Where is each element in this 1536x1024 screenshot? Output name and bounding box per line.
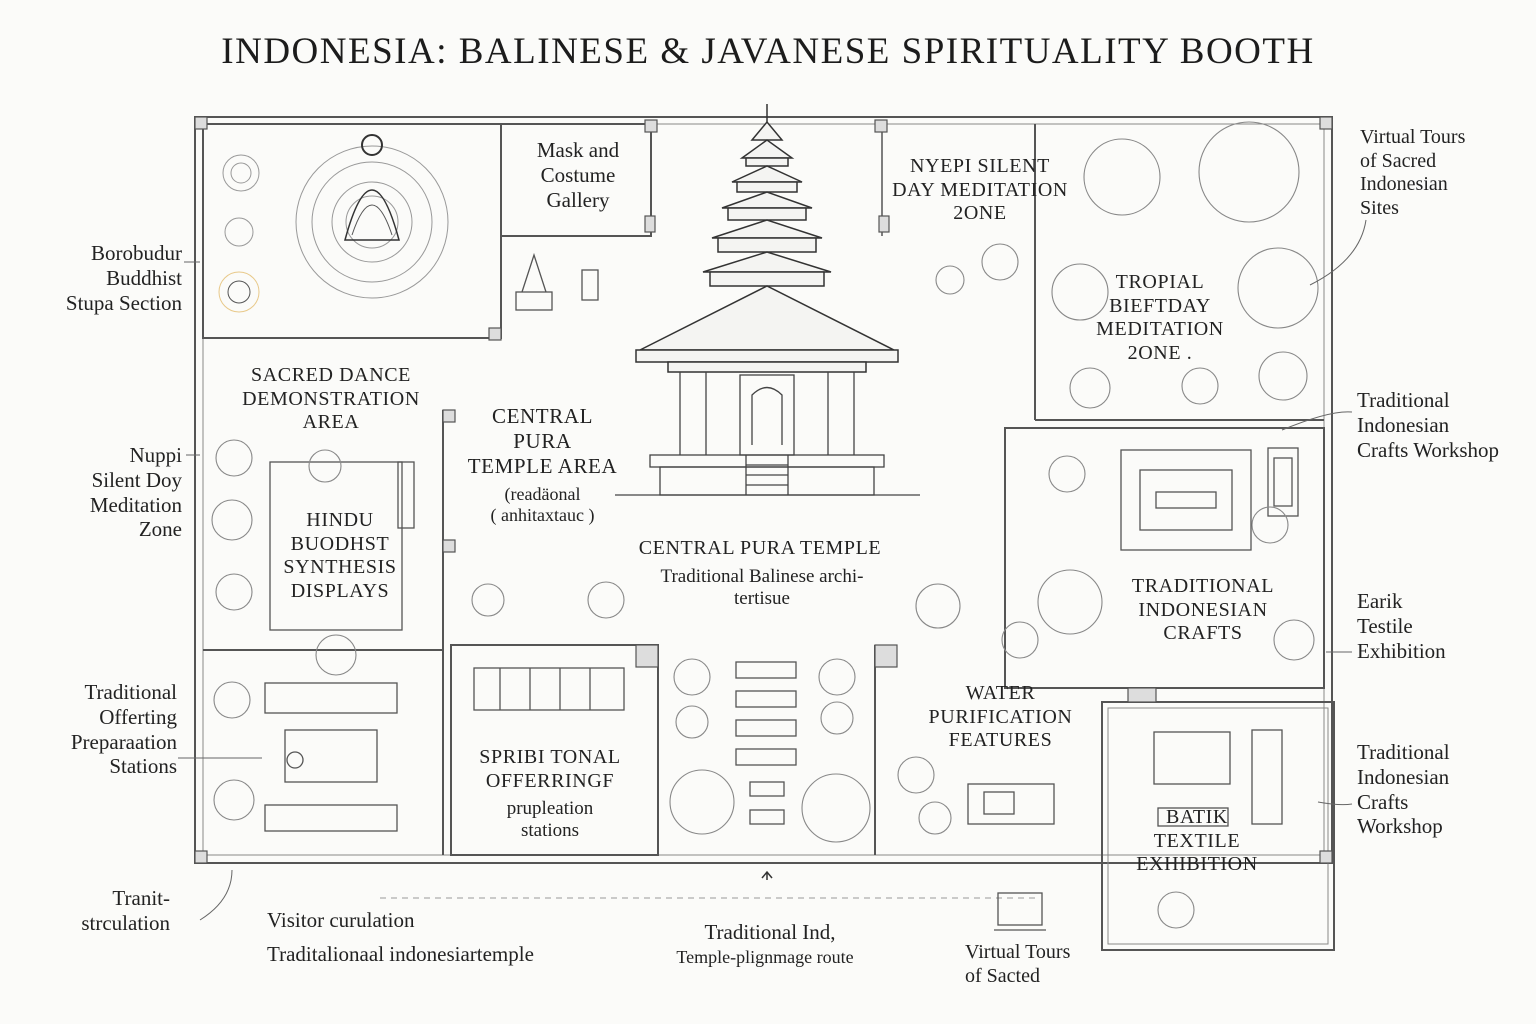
traditional-temple-label: Traditalionaal indonesiartemple <box>267 942 534 966</box>
traditional-crafts-label: TRADITIONAL INDONESIAN CRAFTS <box>1131 575 1275 645</box>
transit-annotation: Tranit- strculation <box>81 886 170 935</box>
booth-outer-wall <box>194 116 1333 864</box>
central-pura-area-label: CENTRAL PURA TEMPLE AREA <box>467 404 618 478</box>
virtual-tours-top-annotation: Virtual Tours of Sacred Indonesian Sites <box>1360 126 1466 219</box>
monitor-icon <box>997 892 1043 926</box>
central-pura-temple-sublabel: Traditional Balinese archi- tertisue <box>660 566 864 610</box>
virtual-tours-bottom-label: Virtual Tours of Sacted <box>965 941 1071 987</box>
spiritual-offering-sublabel: pruplеation stations <box>506 798 594 842</box>
mask-gallery-wall <box>500 123 652 237</box>
traditional-ind-label: Traditional Ind, <box>704 920 836 944</box>
nyepi-zone-label: NYEPI SILENT DAY MEDITATION 2ONE <box>892 155 1068 225</box>
central-pura-temple-label: CENTRAL PURA TEMPLE <box>638 537 882 559</box>
tropical-zone-label: TROPIAL BIEFTDAY MEDITATION 2ONE . <box>1096 271 1224 364</box>
hindu-buddhist-label: HINDU BUODHST SYNTHESIS DISPLAYS <box>283 509 397 602</box>
crafts-workshop-top-annotation: Traditional Indonesian Crafts Workshop <box>1357 388 1499 462</box>
crafts-room-wall <box>1004 427 1325 689</box>
batik-exhibition-label: BATIK TEXTILE EXHIBITION <box>1136 806 1258 876</box>
nuppi-annotation: Nuppi Silent Doy Meditation Zone <box>89 443 182 542</box>
sacred-dance-label: SACRED DANCE DEMONSTRATION AREA <box>242 364 420 434</box>
vegetation <box>211 121 1319 929</box>
central-pagoda-drawing <box>635 104 899 373</box>
central-pura-area-sublabel: (readäonal ( anhitaxtauc ) <box>490 484 595 526</box>
mask-gallery-label: Mask and Costume Gallery <box>536 138 620 212</box>
batik-room-wall <box>1101 701 1335 951</box>
earik-textile-annotation: Earik Testile Exhibition <box>1357 589 1446 663</box>
visitor-circulation-label: Visitor curulation <box>267 908 415 932</box>
borobudur-annotation: Borobudur Buddhist Stupa Section <box>65 241 182 315</box>
crafts-workshop-bottom-annotation: Traditional Indonesian Crafts Workshop <box>1357 740 1450 839</box>
diagram-title: INDONESIA: BALINESE & JAVANESE SPIRITUAL… <box>221 31 1315 72</box>
pilgrimage-route-label: Temple-plignmage route <box>676 947 854 967</box>
spiritual-offering-label: SPRIBI TONAL OFFERRINGF <box>479 746 621 792</box>
water-purification-label: WATER PURIFICATION FEATURES <box>928 682 1073 752</box>
offering-prep-annotation: Traditional Offerting Preparaation Stati… <box>70 680 177 779</box>
